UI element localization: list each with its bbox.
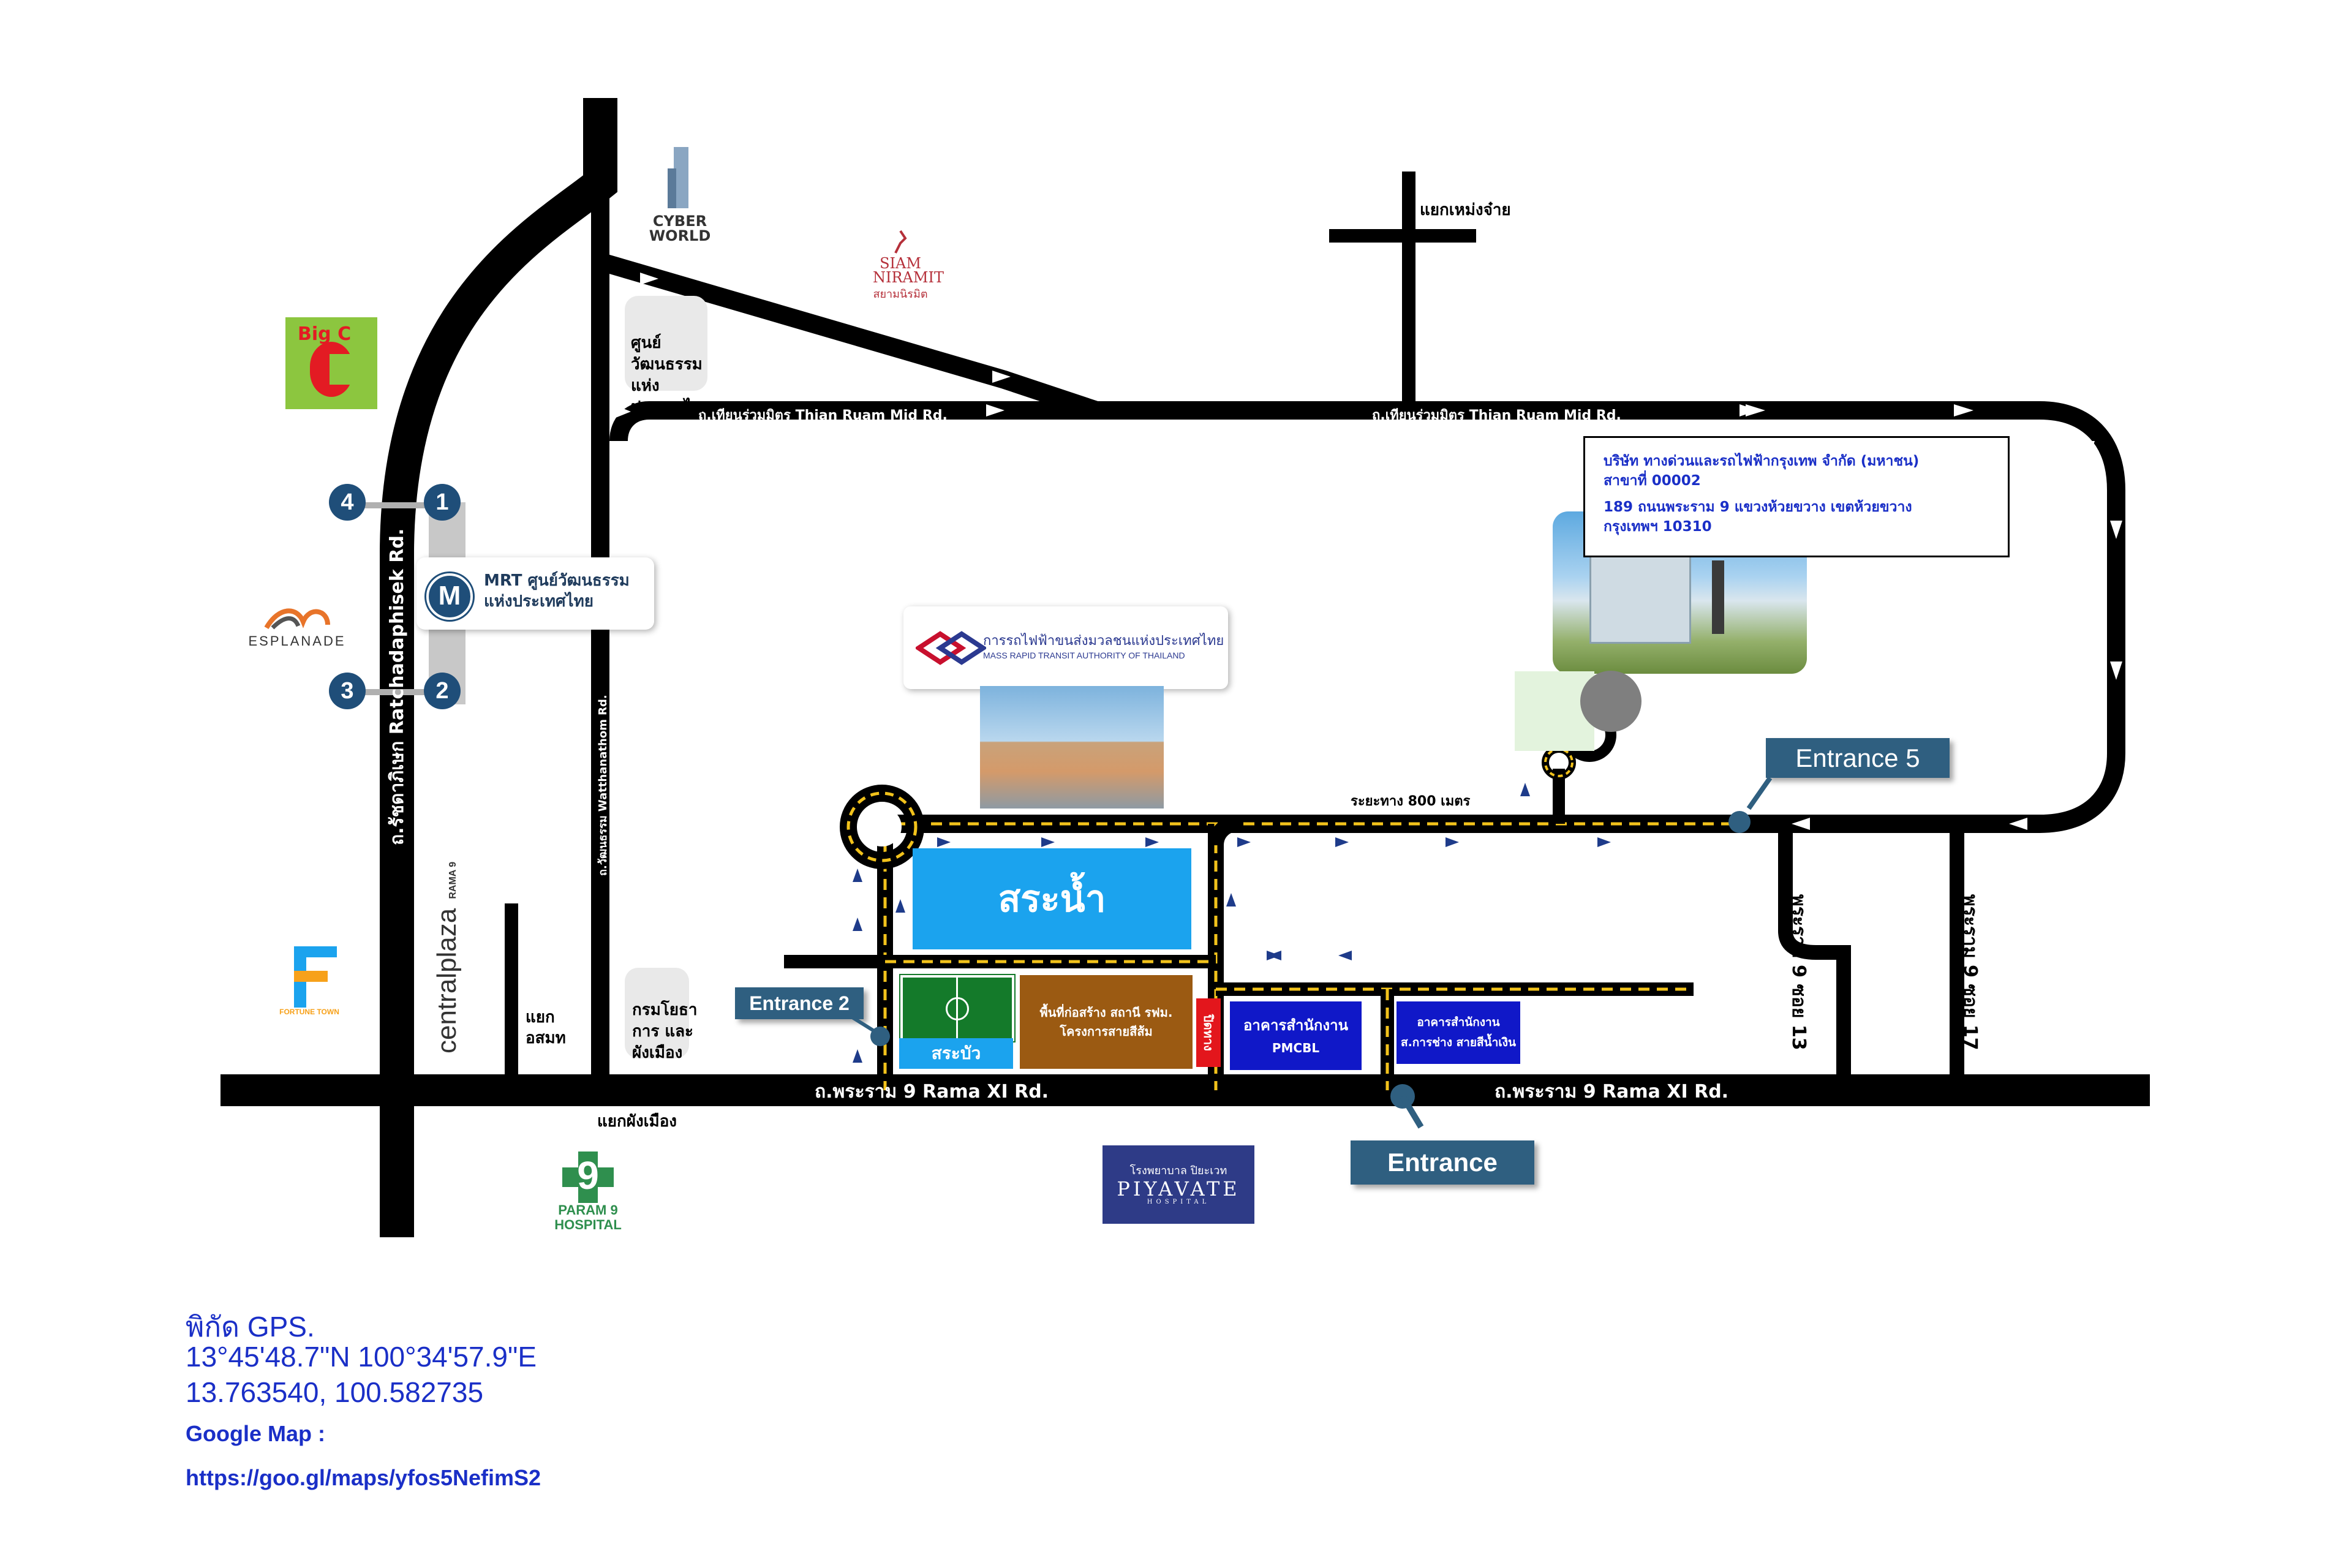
hospital-cross-icon: 9 [562,1152,614,1203]
pmcbl-thai: อาคารสำนักงาน [1243,1016,1348,1034]
closed-label: ปิดทาง [1201,1014,1216,1051]
gmap-url[interactable]: https://goo.gl/maps/yfos5NefimS2 [186,1465,541,1490]
entrance-pin-icon [1390,1084,1424,1129]
cyberworld-logo: CYBER WORLD [637,144,723,243]
gps-decimal: 13.763540, 100.582735 [186,1376,484,1408]
label-thian-right: ถ.เทียนร่วมมิตร Thian Ruam Mid Rd. [1372,408,1621,423]
siam-niramit-logo: SIAM NIRAMIT สยามนิรมิต [861,230,944,303]
location-marker-circle [1580,671,1642,732]
public-works-label: กรมโยธาการ และผังเมือง [632,1001,698,1063]
road-arrows [612,273,2122,830]
fortune-f-icon [282,946,337,1008]
company-line2: สาขาที่ 00002 [1604,473,1701,489]
esplanade-label: ESPLANADE [248,633,346,649]
label-mengjai: แยกเหม่งจ๋าย [1420,201,1511,219]
pond: สระน้ำ [913,848,1191,949]
blue-office-line1: อาคารสำนักงาน [1417,1015,1500,1029]
bigc-logo: Big C [285,317,377,409]
lotus-pond-label: สระบัว [931,1043,981,1063]
gmap-label: Google Map : [186,1421,325,1446]
label-distance: ระยะทาง 800 เมตร [1351,794,1471,809]
cyberworld-label: CYBER WORLD [649,213,711,244]
mrta-thai: การรถไฟฟ้าขนส่งมวลชนแห่งประเทศไทย [983,633,1224,649]
siam-niramit-label: SIAM NIRAMIT [873,255,944,286]
entrance-2-callout[interactable]: Entrance 2 [735,987,864,1019]
pond-label: สระน้ำ [998,878,1106,921]
entrance-5-callout[interactable]: Entrance 5 [1766,738,1950,778]
central-plaza-logo: centralplaza RAMA 9 [432,862,462,1054]
mrt-badge: M [426,573,473,620]
mrt-label: MRT ศูนย์วัฒนธรรม แห่งประเทศไทย [484,571,630,611]
company-line4: กรุงเทพฯ 10310 [1604,519,1712,535]
pmcbl-building: อาคารสำนักงาน PMCBL [1230,1001,1362,1070]
praram9-label: PARAM 9 HOSPITAL [554,1202,622,1233]
fortune-town-logo: FORTUNE TOWN [270,946,349,1016]
cultural-center-label: ศูนย์วัฒนธรรม แห่งประเทศไทย [631,334,712,417]
label-phangmuang: แยกผังเมือง [597,1112,677,1131]
gps-title: พิกัด GPS. [186,1311,315,1343]
label-soi13: พระราม 9 ซอย 13 [1788,894,1809,1050]
central-plaza-sub: RAMA 9 [448,861,458,899]
label-ratchada: ถ.รัชดาภิเษก Ratchadaphisek Rd. [386,529,408,845]
location-marker-area [1515,671,1594,751]
label-rama9-right: ถ.พระราม 9 Rama XI Rd. [1494,1081,1728,1102]
construction-label: พื้นที่ก่อสร้าง สถานี รฟม. โครงการสายสีส… [1039,1005,1173,1039]
central-plaza-label: centralplaza [432,908,462,1054]
closed-road: ปิดทาง [1196,998,1221,1067]
mrt-exit-2[interactable]: 2 [424,673,461,709]
siam-niramit-thai: สยามนิรมิต [873,287,928,301]
mrta-building-photo [980,686,1164,809]
piyavate-thai: โรงพยาบาล ปิยะเวท [1129,1164,1227,1177]
soi13-road [1778,824,1851,1075]
entrance-2-label: Entrance 2 [749,992,850,1014]
esplanade-logo: ESPLANADE [233,606,361,649]
mrt-exit-1[interactable]: 1 [424,484,461,521]
entrance-label: Entrance [1387,1148,1498,1177]
piyavate-sub: HOSPITAL [1147,1199,1210,1205]
gps-dms: 13°45'48.7"N 100°34'57.9"E [186,1341,537,1373]
roundabout [840,785,924,869]
mrt-exit-3[interactable]: 3 [329,673,366,709]
company-address-box: บริษัท ทางด่วนและรถไฟฟ้ากรุงเทพ จำกัด (ม… [1583,436,2010,557]
praram9-number: 9 [577,1153,599,1197]
label-asok: แยก อสมท [526,1008,566,1047]
mrt-station-card: M MRT ศูนย์วัฒนธรรม แห่งประเทศไทย [417,557,654,630]
thian-ruam-mit-loop [609,401,2125,833]
mrta-en: MASS RAPID TRANSIT AUTHORITY OF THAILAND [983,650,1185,660]
label-watthanatham: ถ.วัฒนธรรม Watthanathom Rd. [597,695,609,876]
mrta-card: การรถไฟฟ้าขนส่งมวลชนแห่งประเทศไทย MASS R… [903,606,1228,689]
blue-office-line2: ส.การช่าง สายสีน้ำเงิน [1400,1036,1517,1049]
label-thian-left: ถ.เทียนร่วมมิตร Thian Ruam Mid Rd. [698,408,948,423]
public-works-building: กรมโยธาการ และผังเมือง [625,968,698,1062]
campus-arrows [853,783,1611,1063]
pmcbl-label: PMCBL [1272,1041,1320,1056]
praram9-logo: 9 PARAM 9 HOSPITAL [548,1152,628,1232]
entrance-5-pin-icon [1728,778,1773,833]
football-field [900,975,1014,1041]
entrance-5-label: Entrance 5 [1795,744,1920,772]
dancer-icon [894,230,907,254]
mrt-exit-4[interactable]: 4 [329,484,366,521]
blue-line-office: อาคารสำนักงาน ส.การช่าง สายสีน้ำเงิน [1396,1001,1520,1064]
label-rama9-left: ถ.พระราม 9 Rama XI Rd. [815,1081,1049,1102]
tower-icon [668,147,688,208]
piyavate-label: PIYAVATE [1117,1177,1240,1200]
entrance-2-pin-icon [850,1017,890,1046]
entrance-callout[interactable]: Entrance [1351,1140,1534,1185]
piyavate-logo: โรงพยาบาล ปิยะเวท PIYAVATE HOSPITAL [1102,1145,1254,1224]
company-line3: 189 ถนนพระราม 9 แขวงห้วยขวาง เขตห้วยขวาง [1604,499,1912,515]
company-line1: บริษัท ทางด่วนและรถไฟฟ้ากรุงเทพ จำกัด (ม… [1604,453,1920,469]
mrta-logo-icon [916,631,986,665]
cultural-center-building: ศูนย์วัฒนธรรม แห่งประเทศไทย [625,296,712,417]
ratchadaphisek-road [380,98,617,1237]
fortune-town-label: FORTUNE TOWN [279,1008,339,1016]
construction-area: พื้นที่ก่อสร้าง สถานี รฟม. โครงการสายสีส… [1020,975,1193,1069]
label-soi17: พระราม 9 ซอย 17 [1959,894,1981,1050]
lotus-pond: สระบัว [899,1038,1013,1069]
esplanade-swirl-icon [264,608,330,630]
bigc-label: Big C [298,323,352,345]
